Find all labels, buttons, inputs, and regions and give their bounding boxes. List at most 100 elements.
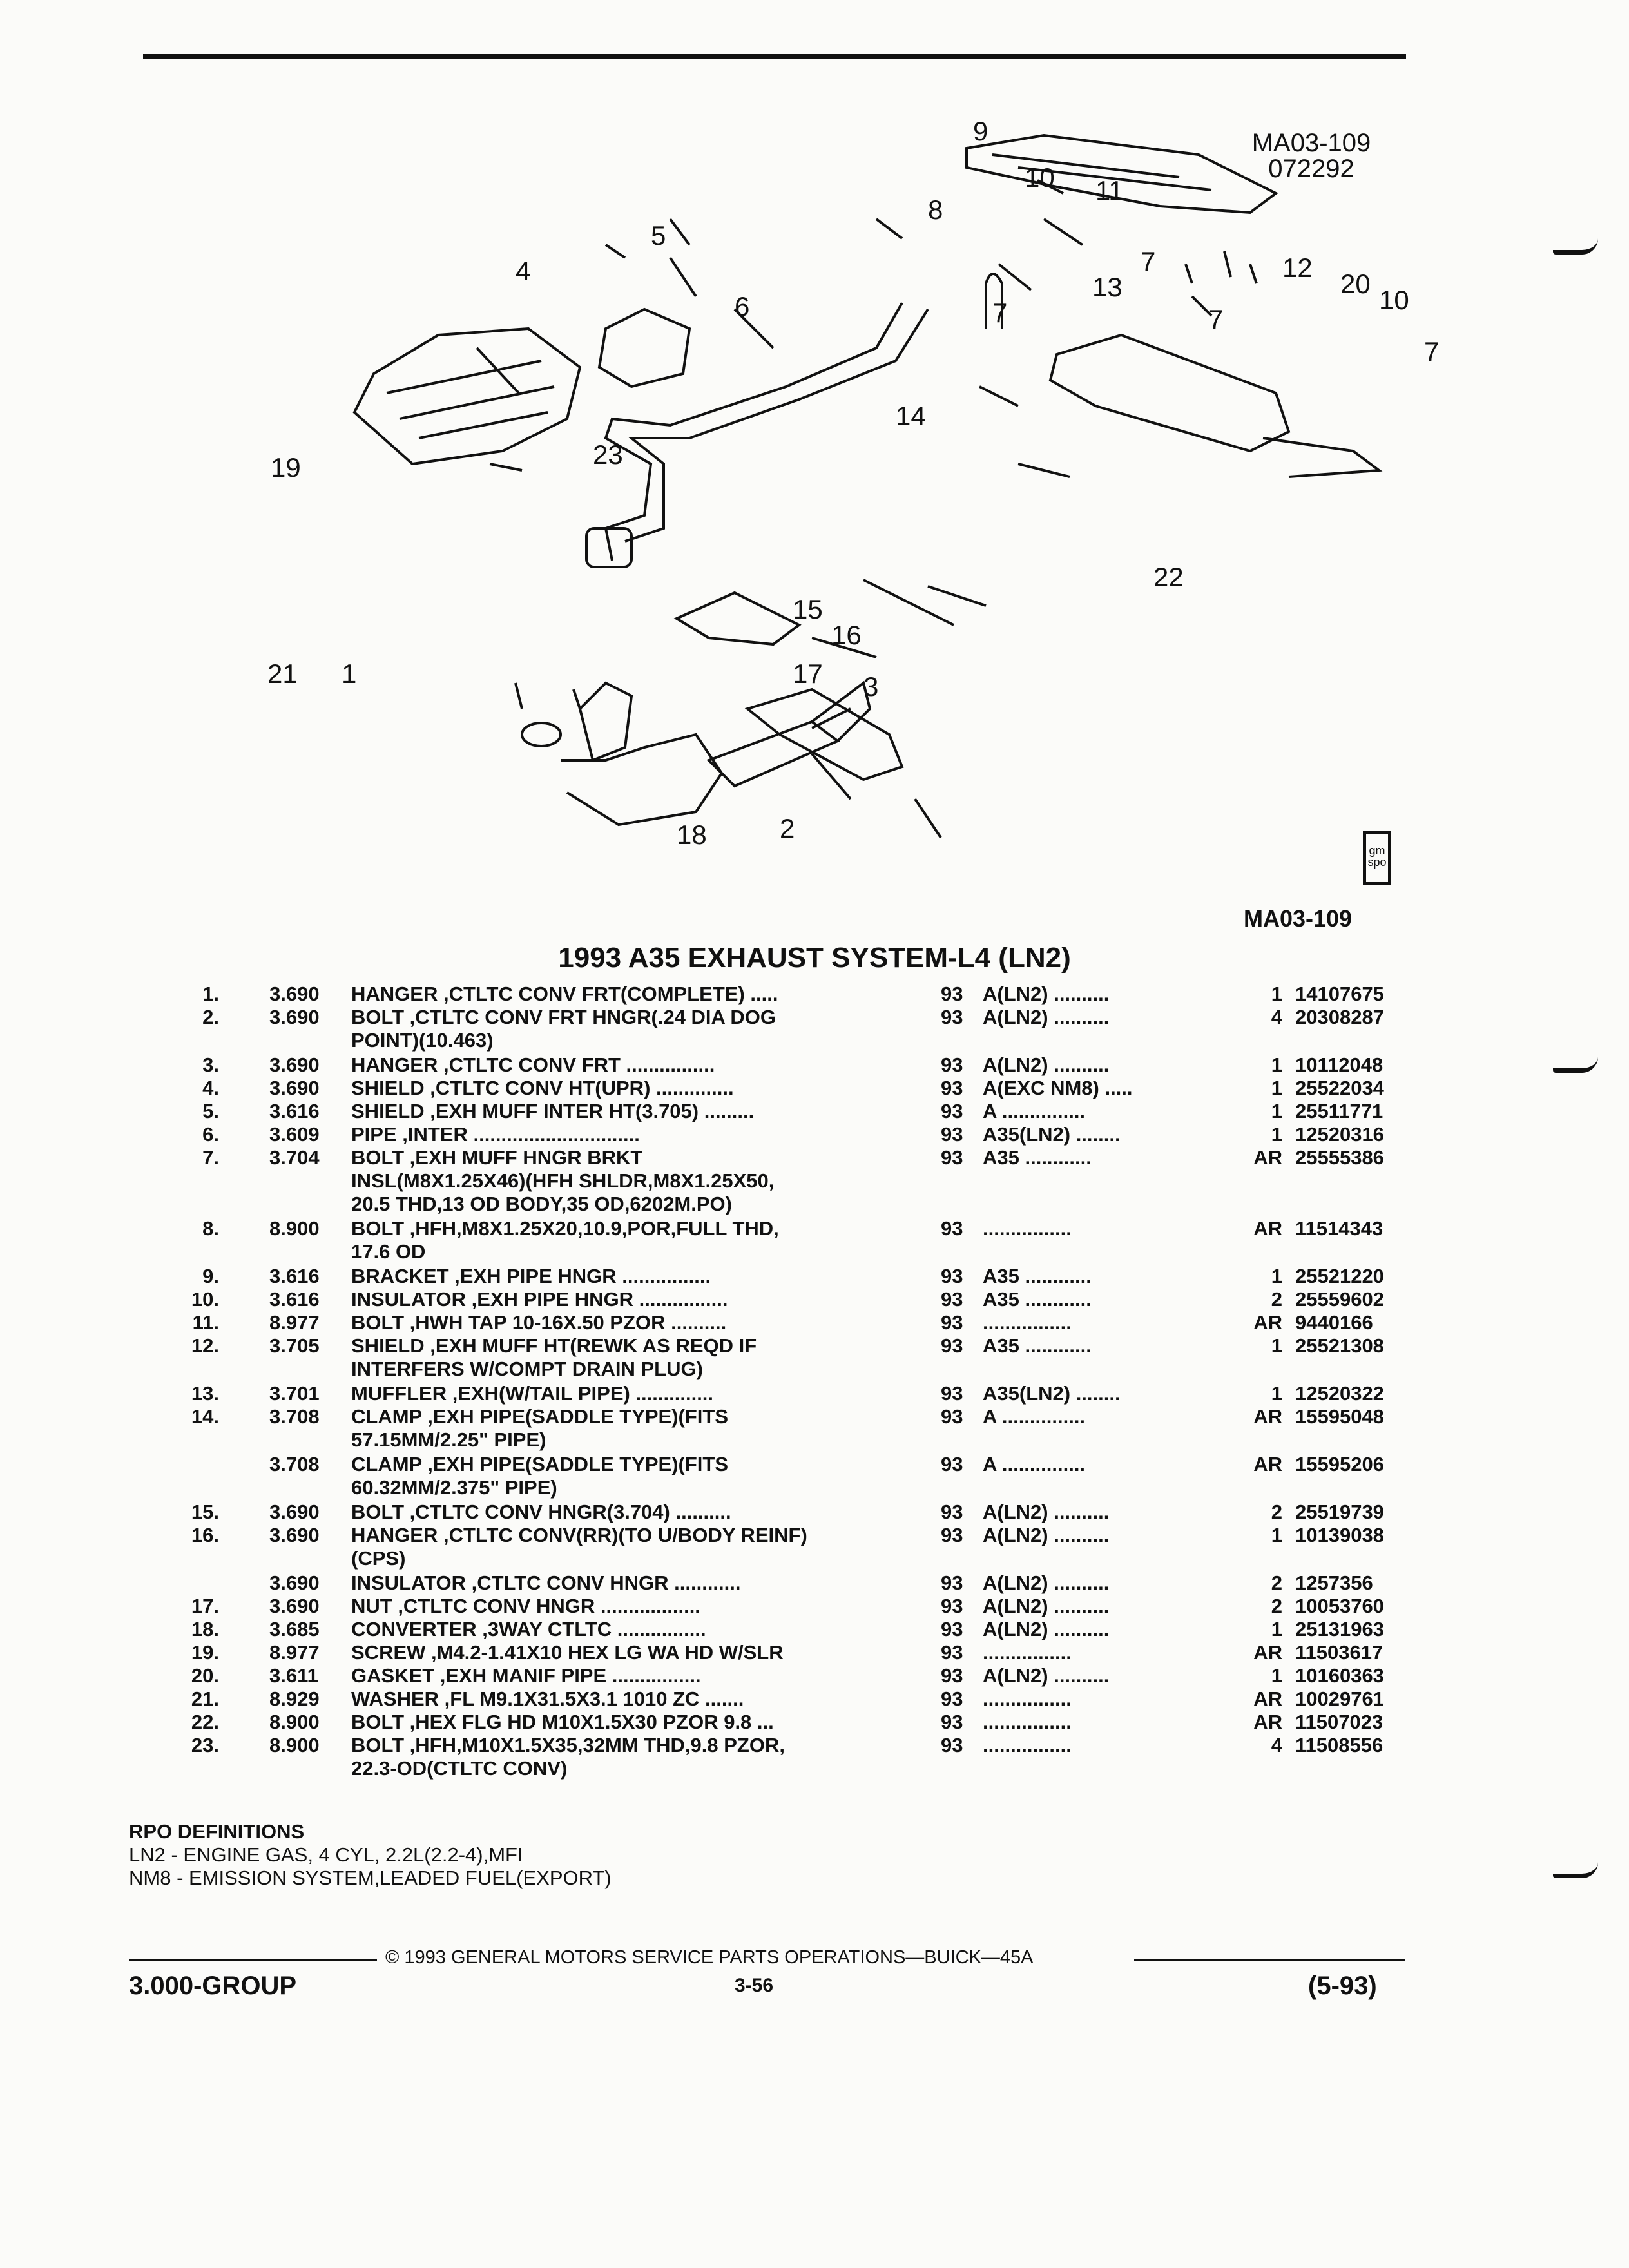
- callout-16: 16: [831, 620, 862, 650]
- footer-rule-right: [1134, 1959, 1405, 1961]
- callout-22: 22: [1153, 562, 1184, 592]
- part-desc: BOLT ,HFH,M10X1.5X35,32MM THD,9.8 PZOR, …: [351, 1734, 785, 1780]
- part-num: 2.: [202, 1006, 219, 1028]
- part-pn: 25521308: [1295, 1334, 1384, 1357]
- part-grp: 3.690: [269, 1571, 320, 1594]
- callout-8: 8: [928, 195, 943, 225]
- part-pn: 10053760: [1295, 1595, 1384, 1617]
- part-desc: BOLT ,HFH,M8X1.25X20,10.9,POR,FULL THD, …: [351, 1217, 779, 1263]
- part-desc: CLAMP ,EXH PIPE(SADDLE TYPE)(FITS 57.15M…: [351, 1405, 729, 1451]
- part-desc: BOLT ,HEX FLG HD M10X1.5X30 PZOR 9.8 ...: [351, 1711, 774, 1733]
- gm-spo-logo: gm spo: [1363, 831, 1391, 885]
- part-opt: ................: [983, 1711, 1072, 1733]
- part-opt: A(LN2) ..........: [983, 1006, 1110, 1028]
- part-qty: 2: [1271, 1571, 1282, 1594]
- part-yr: 93: [941, 1524, 963, 1546]
- part-yr: 93: [941, 1711, 963, 1733]
- part-yr: 93: [941, 1100, 963, 1122]
- callout-6: 6: [735, 291, 749, 322]
- gasket-20-shape: [521, 722, 562, 747]
- page-number: 3-56: [735, 1975, 774, 1996]
- diagram-code: MA03-109 072292: [1228, 130, 1395, 182]
- part-pn: 25131963: [1295, 1618, 1384, 1640]
- part-qty: 1: [1271, 1664, 1282, 1687]
- part-pn: 15595206: [1295, 1453, 1384, 1475]
- part-yr: 93: [941, 1288, 963, 1311]
- part-qty: 1: [1271, 1265, 1282, 1287]
- margin-mark-2: [1553, 1057, 1598, 1073]
- callout-14: 14: [896, 401, 926, 431]
- part-qty: 1: [1271, 1100, 1282, 1122]
- rpo-line-ln2: LN2 - ENGINE GAS, 4 CYL, 2.2L(2.2-4),MFI: [129, 1843, 523, 1866]
- diagram-code-number: MA03-109: [1251, 129, 1371, 157]
- part-num: 20.: [191, 1664, 219, 1687]
- part-pn: 11503617: [1295, 1641, 1383, 1664]
- part-desc: BOLT ,EXH MUFF HNGR BRKT INSL(M8X1.25X46…: [351, 1146, 775, 1215]
- part-grp: 8.977: [269, 1641, 320, 1664]
- part-desc: SHIELD ,EXH MUFF INTER HT(3.705) .......…: [351, 1100, 755, 1122]
- part-qty: 2: [1271, 1595, 1282, 1617]
- part-opt: A35 ............: [983, 1146, 1092, 1169]
- leader-lines: [476, 179, 1258, 839]
- callout-15: 15: [793, 594, 823, 624]
- part-yr: 93: [941, 1146, 963, 1169]
- converter-18-shape: [706, 720, 840, 788]
- callout-4: 4: [516, 256, 530, 286]
- shield-4-ribs: [386, 360, 555, 439]
- part-yr: 93: [941, 1382, 963, 1405]
- part-grp: 3.616: [269, 1265, 320, 1287]
- part-opt: ................: [983, 1734, 1072, 1756]
- part-qty: AR: [1253, 1687, 1282, 1710]
- callout-10-upper: 10: [1025, 162, 1055, 193]
- part-grp: 3.705: [269, 1334, 320, 1357]
- part-num: 12.: [191, 1334, 219, 1357]
- part-qty: AR: [1253, 1641, 1282, 1664]
- part-qty: AR: [1253, 1453, 1282, 1475]
- part-num: 4.: [202, 1077, 219, 1099]
- part-num: 7.: [202, 1146, 219, 1169]
- figure-code: MA03-109: [1244, 905, 1353, 932]
- part-pn: 11514343: [1295, 1217, 1383, 1240]
- part-opt: ................: [983, 1641, 1072, 1664]
- part-desc: SHIELD ,EXH MUFF HT(REWK AS REQD IF INTE…: [351, 1334, 757, 1380]
- tail-pipe: [1262, 437, 1383, 478]
- part-yr: 93: [941, 1077, 963, 1099]
- margin-mark-3: [1553, 1862, 1598, 1878]
- part-opt: ................: [983, 1217, 1072, 1240]
- part-opt: A(LN2) ..........: [983, 1664, 1110, 1687]
- part-num: 14.: [191, 1405, 219, 1428]
- callout-9: 9: [973, 116, 988, 146]
- callout-10-right: 10: [1379, 285, 1409, 315]
- callout-2: 2: [780, 813, 795, 843]
- part-qty: 1: [1271, 1053, 1282, 1076]
- part-grp: 3.616: [269, 1100, 320, 1122]
- part-qty: 4: [1271, 1734, 1282, 1756]
- part-pn: 12520316: [1295, 1123, 1384, 1146]
- part-pn: 25522034: [1295, 1077, 1384, 1099]
- part-num: 15.: [191, 1501, 219, 1523]
- shield-12-ribs: [992, 153, 1212, 191]
- part-pn: 11508556: [1295, 1734, 1383, 1756]
- part-qty: 1: [1271, 1077, 1282, 1099]
- part-num: 13.: [191, 1382, 219, 1405]
- part-desc: BOLT ,CTLTC CONV FRT HNGR(.24 DIA DOG PO…: [351, 1006, 776, 1052]
- callout-7-upper: 7: [1141, 246, 1155, 276]
- part-desc: HANGER ,CTLTC CONV(RR)(TO U/BODY REINF) …: [351, 1524, 807, 1570]
- part-num: 11.: [192, 1311, 219, 1334]
- part-num: 21.: [191, 1687, 219, 1710]
- rpo-definitions: RPO DEFINITIONS LN2 - ENGINE GAS, 4 CYL,…: [129, 1820, 612, 1890]
- part-grp: 3.708: [269, 1453, 320, 1475]
- rpo-line-nm8: NM8 - EMISSION SYSTEM,LEADED FUEL(EXPORT…: [129, 1867, 612, 1889]
- part-yr: 93: [941, 1217, 963, 1240]
- part-desc: HANGER ,CTLTC CONV FRT ................: [351, 1053, 715, 1076]
- part-num: 1.: [202, 983, 219, 1005]
- revision-date: (5-93): [1308, 1972, 1377, 2000]
- part-opt: A35(LN2) ........: [983, 1123, 1121, 1146]
- part-desc: WASHER ,FL M9.1X31.5X3.1 1010 ZC .......: [351, 1687, 744, 1710]
